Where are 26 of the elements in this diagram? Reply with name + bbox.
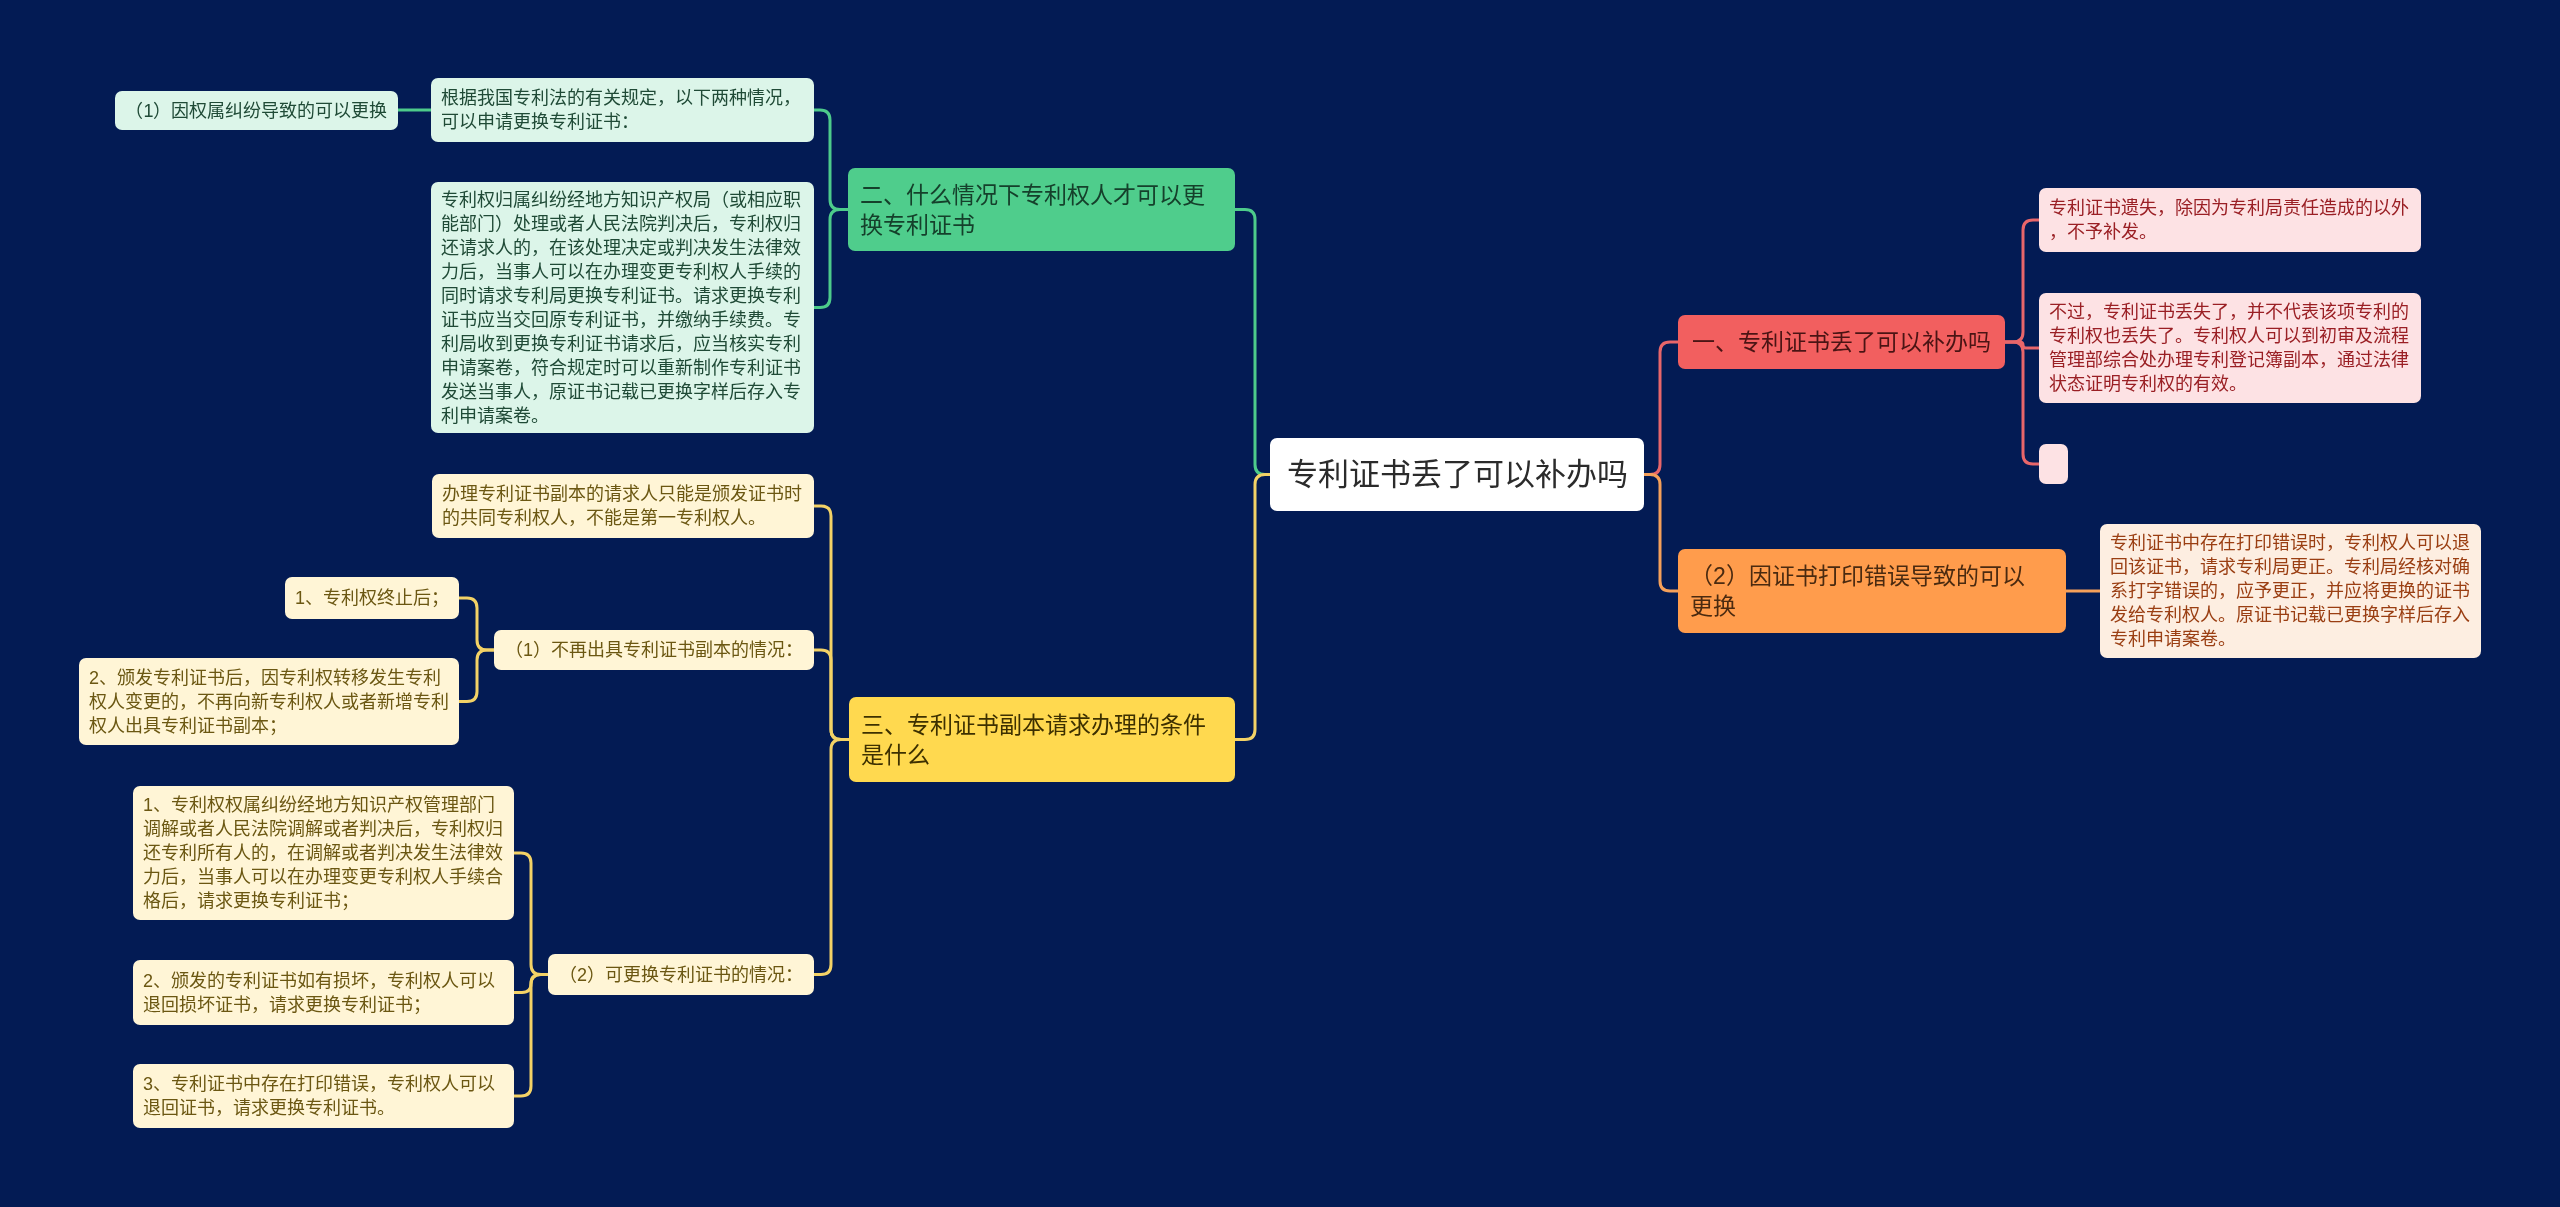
subtopic: （1）不再出具专利证书副本的情况： (494, 630, 814, 670)
connector-line (1644, 473, 1678, 593)
subtopic: （1）因权属纠纷导致的可以更换 (115, 91, 398, 130)
main-topic: 三、专利证书副本请求办理的条件是什么 (849, 697, 1235, 782)
main-topic: 一、专利证书丢了可以补办吗 (1678, 315, 2005, 369)
connector-line (2066, 589, 2100, 593)
subtopic: 专利证书中存在打印错误时，专利权人可以退回该证书，请求专利局更正。专利局经核对确系打字错误的，应予更正，并应将更换的证书发给专利权人。原证书记载已更换字样后存入专利申请案卷。 (2100, 524, 2481, 658)
blank-subtopic (2039, 444, 2068, 484)
subtopic: 根据我国专利法的有关规定，以下两种情况，可以申请更换专利证书： (431, 78, 814, 142)
subtopic: 2、颁发的专利证书如有损坏，专利权人可以退回损坏证书，请求更换专利证书； (133, 960, 514, 1025)
subtopic: 不过，专利证书丢失了，并不代表该项专利的专利权也丢失了。专利权人可以到初审及流程管理部综合处办理专利登记簿副本，通过法律状态证明专利权的有效。 (2039, 293, 2421, 403)
central-topic: 专利证书丢了可以补办吗 (1270, 438, 1644, 511)
subtopic: 专利证书遗失，除因为专利局责任造成的以外，不予补发。 (2039, 188, 2421, 252)
main-topic: 二、什么情况下专利权人才可以更换专利证书 (848, 168, 1235, 251)
subtopic: 专利权归属纠纷经地方知识产权局（或相应职能部门）处理或者人民法院判决后，专利权归还请求人的，在该处理决定或判决发生法律效力后，当事人可以在办理变更专利权人手续的同时请求专利局更换专利证书。请求更换专利证书应当交回原专利证书，并缴纳手续费。专利局收到更换专利证书请求后，应当核实专利申请案卷，符合规定时可以重新制作专利证书发送当事人，原证书记载已更换字样后存入专利申请案卷。 (431, 182, 814, 433)
connector-line (459, 648, 494, 703)
connector-line (1235, 473, 1270, 741)
subtopic: 2、颁发专利证书后，因专利权转移发生专利权人变更的，不再向新专利权人或者新增专利权人出具专利证书副本； (79, 658, 459, 745)
subtopic: 1、专利权终止后； (285, 577, 459, 619)
subtopic: 办理专利证书副本的请求人只能是颁发证书时的共同专利权人，不能是第一专利权人。 (432, 474, 814, 538)
subtopic: 1、专利权权属纠纷经地方知识产权管理部门调解或者人民法院调解或者判决后，专利权归还专利所有人的，在调解或者判决发生法律效力后，当事人可以在办理变更专利权人手续合格后，请求更换专利证书； (133, 786, 514, 920)
main-topic: （2）因证书打印错误导致的可以更换 (1678, 549, 2066, 633)
subtopic: 3、专利证书中存在打印错误，专利权人可以退回证书，请求更换专利证书。 (133, 1064, 514, 1128)
connector-line (398, 108, 431, 112)
connector-line (814, 208, 848, 309)
subtopic: （2）可更换专利证书的情况： (548, 954, 814, 995)
